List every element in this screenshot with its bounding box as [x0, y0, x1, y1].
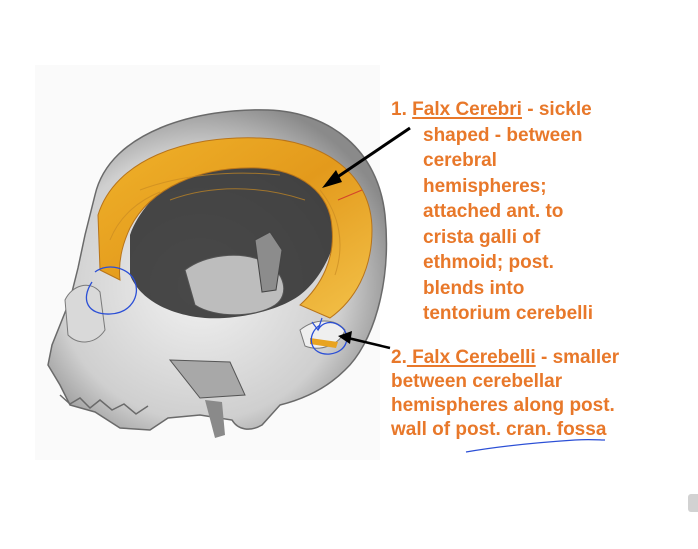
mandible-ramus — [168, 359, 246, 399]
annotation-circle-crista-galli — [85, 266, 137, 315]
falx-cerebri-line9: tentorium cerebelli — [423, 303, 593, 324]
falx-cerebelli-number: 2. — [391, 347, 407, 368]
cranial-cavity — [130, 150, 341, 319]
scroll-handle[interactable] — [688, 494, 698, 512]
falx-cerebri-label: 1. Falx Cerebri - sickle shaped - betwee… — [391, 97, 593, 327]
falx-cerebri-highlight — [97, 137, 373, 319]
falx-cerebri-line1-rest: - sickle — [521, 99, 592, 120]
falx-cerebri-term: Falx Cerebri — [412, 99, 522, 120]
annotation-underline-fossa — [465, 438, 606, 453]
falx-cerebelli-line2: between cerebellar — [391, 371, 563, 392]
falx-cerebelli-line4: wall of post. cran. fossa — [391, 419, 607, 440]
falx-cerebri-line3: cerebral — [423, 150, 497, 171]
arrow-falx-cerebri — [329, 126, 411, 184]
falx-cerebri-number: 1. — [391, 99, 407, 120]
annotation-tick — [311, 317, 323, 332]
falx-vessels — [109, 172, 341, 276]
arrow-falx-cerebelli — [347, 336, 391, 350]
falx-cerebri-line6: crista galli of — [423, 226, 541, 248]
falx-cerebri-line1: 1. Falx Cerebri - sickle — [391, 97, 593, 123]
falx-cerebri-line7: ethmoid; post. — [423, 252, 554, 273]
falx-cerebri-line2: shaped - between — [423, 124, 583, 146]
orbit — [64, 284, 106, 343]
falx-cerebelli-line3: hemispheres along post. — [391, 395, 615, 416]
falx-cerebelli-label: 2. Falx Cerebelli - smaller between cere… — [391, 346, 619, 442]
falx-cerebelli-highlight — [310, 338, 338, 348]
teeth — [59, 394, 149, 415]
falx-cerebri-line5: attached ant. to — [423, 201, 564, 222]
arrow-falx-cerebelli-head — [338, 331, 352, 344]
annotation-circle-falx-cerebelli — [310, 321, 348, 355]
falx-cerebri-line4: hemispheres; — [423, 175, 547, 197]
falx-cerebri-line8: blends into — [423, 277, 525, 299]
red-mark — [337, 189, 363, 201]
arrow-falx-cerebri-head — [322, 170, 342, 188]
falx-cerebelli-term: Falx Cerebelli — [406, 347, 536, 368]
falx-cerebelli-line1-rest: - smaller — [535, 347, 620, 368]
petrous-ridge — [254, 231, 283, 293]
styloid — [205, 400, 225, 438]
falx-cerebelli-line1: 2. Falx Cerebelli - smaller — [391, 346, 619, 370]
